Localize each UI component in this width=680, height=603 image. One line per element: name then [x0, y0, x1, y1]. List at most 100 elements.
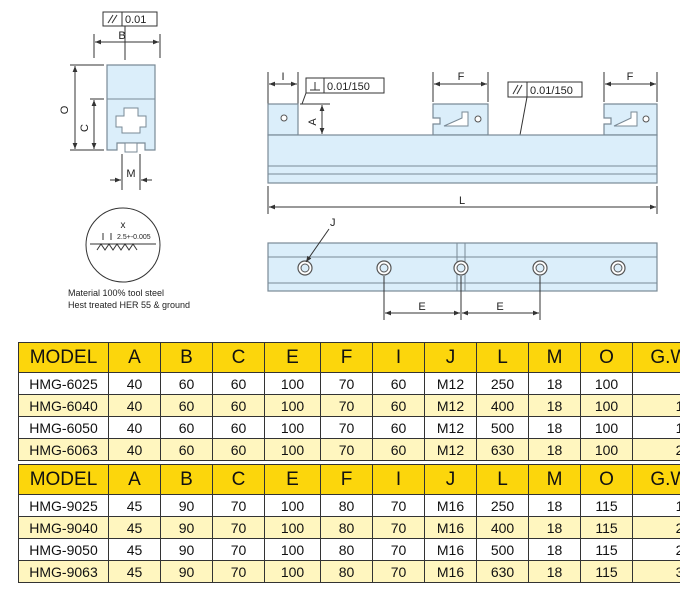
surface-finish-detail: x 2.5+-0.005 [85, 207, 161, 283]
table-cell: 40 [108, 438, 161, 461]
table-cell: M16 [424, 494, 477, 517]
table-cell: 90 [160, 560, 213, 583]
column-header-e: E [264, 464, 321, 495]
right-block [603, 103, 658, 136]
perpendicularity-callout: 0.01/150 [301, 77, 385, 105]
table-cell: 400 [476, 516, 529, 539]
column-header-g-w: G.W. [632, 464, 680, 495]
dim-f-label-right: F [627, 71, 634, 83]
parallelism-right-value: 0.01/150 [530, 85, 573, 97]
column-header-b: B [160, 464, 213, 495]
table-cell: M12 [424, 372, 477, 395]
end-view: 0.01 B O C M [59, 11, 161, 190]
table-cell: 100 [264, 372, 321, 395]
table-cell: 500 [476, 538, 529, 561]
table-cell: 100 [264, 416, 321, 439]
table-cell: 100 [264, 516, 321, 539]
table-cell: 90 [160, 538, 213, 561]
parallelism-callout-right: 0.01/150 [507, 81, 583, 136]
dim-e-label-2: E [496, 301, 503, 313]
table-cell: 115 [580, 494, 633, 517]
column-header-model: MODEL [18, 342, 109, 373]
table-cell: 60 [212, 416, 265, 439]
table-cell: 100 [264, 560, 321, 583]
table-cell: 100 [264, 538, 321, 561]
table-cell: 18 [528, 438, 581, 461]
table-row: HMG-90504590701008070M165001811529kg [18, 538, 680, 561]
table-cell: 18 [528, 416, 581, 439]
table-cell: 70 [212, 516, 265, 539]
table-cell: 70 [320, 438, 373, 461]
table-cell: 14kg [632, 394, 680, 417]
table-cell: HMG-9040 [18, 516, 109, 539]
table-cell: 45 [108, 560, 161, 583]
dim-i-label: I [281, 71, 284, 83]
table-cell: 18 [528, 516, 581, 539]
column-header-c: C [212, 342, 265, 373]
table-cell: 18 [528, 394, 581, 417]
table-cell: 29kg [632, 538, 680, 561]
rail-front [267, 134, 658, 184]
column-header-i: I [372, 342, 425, 373]
table-cell: 60 [372, 372, 425, 395]
table-cell: 60 [212, 372, 265, 395]
table-cell: 115 [580, 560, 633, 583]
table-cell: 9kg [632, 372, 680, 395]
dim-f-label-middle: F [458, 71, 465, 83]
column-header-l: L [476, 342, 529, 373]
column-header-f: F [320, 342, 373, 373]
table-cell: 70 [320, 372, 373, 395]
table-cell: 70 [372, 494, 425, 517]
table-cell: 100 [264, 494, 321, 517]
column-header-c: C [212, 464, 265, 495]
parallelism-callout-left: 0.01 [102, 11, 158, 60]
table-cell: 115 [580, 538, 633, 561]
column-header-a: A [108, 342, 161, 373]
table-cell: 18kg [632, 494, 680, 517]
table-cell: 80 [320, 494, 373, 517]
table-cell: 38kg [632, 560, 680, 583]
table-cell: HMG-9063 [18, 560, 109, 583]
table-cell: 25kg [632, 516, 680, 539]
table-cell: 70 [212, 538, 265, 561]
table-cell: 100 [580, 416, 633, 439]
t-slot [115, 107, 147, 134]
table-cell: 18 [528, 538, 581, 561]
table-cell: M12 [424, 394, 477, 417]
dim-b-label: B [118, 30, 125, 42]
table-cell: 630 [476, 560, 529, 583]
table-cell: M12 [424, 438, 477, 461]
table-cell: 18 [528, 494, 581, 517]
column-header-j: J [424, 342, 477, 373]
table-row: HMG-60404060601007060M124001810014kg [18, 394, 680, 417]
middle-block [432, 103, 489, 136]
table-cell: 100 [264, 394, 321, 417]
table-cell: 90 [160, 516, 213, 539]
table-cell: M16 [424, 560, 477, 583]
column-header-b: B [160, 342, 213, 373]
dim-e-label-1: E [418, 301, 425, 313]
table-cell: 100 [580, 372, 633, 395]
table-cell: 500 [476, 416, 529, 439]
dim-m-label: M [126, 168, 135, 180]
table-cell: 18 [528, 560, 581, 583]
technical-drawing: 0.01 B O C M x 2.5+-0. [59, 11, 658, 320]
dim-j-label: J [330, 217, 336, 229]
table-cell: 60 [160, 416, 213, 439]
perpendicularity-value: 0.01/150 [327, 81, 370, 93]
table-cell: 115 [580, 516, 633, 539]
table-cell: 45 [108, 516, 161, 539]
dim-l-label: L [459, 195, 465, 207]
parallelism-value: 0.01 [125, 14, 146, 26]
table-cell: M12 [424, 416, 477, 439]
material-note-line-2: Hest treated HER 55 & ground [68, 300, 190, 310]
dim-a-label: A [307, 118, 319, 126]
table-row: HMG-60504060601007060M125001810016kg [18, 416, 680, 439]
table-cell: 45 [108, 494, 161, 517]
finish-value: 2.5+-0.005 [117, 234, 151, 241]
table-cell: HMG-6050 [18, 416, 109, 439]
table-cell: 70 [320, 416, 373, 439]
table-cell: 400 [476, 394, 529, 417]
